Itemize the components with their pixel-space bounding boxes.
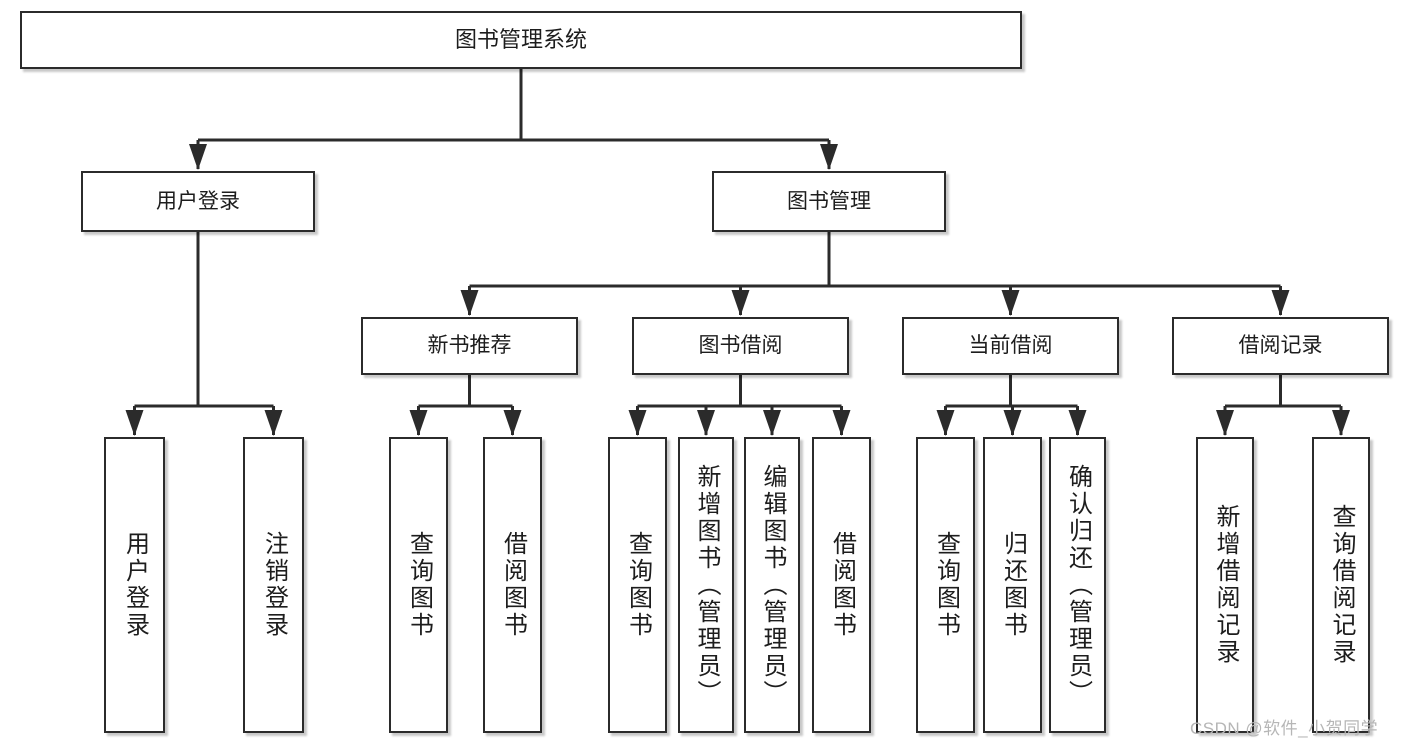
node-label: 注销登录	[260, 531, 288, 639]
node-label: 图书管理	[787, 189, 871, 213]
node-leaf-login[interactable]: 用户登录	[104, 437, 165, 733]
node-leaf-addrec[interactable]: 新增借阅记录	[1196, 437, 1254, 733]
node-label: 查询借阅记录	[1328, 504, 1355, 666]
node-record[interactable]: 借阅记录	[1172, 317, 1389, 375]
node-label: 新书推荐	[427, 334, 512, 358]
node-newbook[interactable]: 新书推荐	[361, 317, 578, 375]
node-current[interactable]: 当前借阅	[902, 317, 1119, 375]
node-label: 确认归还（管理员）	[1064, 463, 1092, 707]
node-leaf-ret[interactable]: 归还图书	[983, 437, 1042, 733]
node-label: 新增图书（管理员）	[693, 463, 720, 707]
node-label: 查询图书	[624, 531, 652, 639]
node-leaf-b1[interactable]: 借阅图书	[483, 437, 542, 733]
node-label: 借阅记录	[1238, 334, 1323, 358]
node-label: 编辑图书（管理员）	[759, 463, 786, 707]
node-label: 查询图书	[932, 531, 960, 639]
watermark: CSDN @软件_小贺同学	[1190, 719, 1379, 738]
node-leaf-q3[interactable]: 查询图书	[916, 437, 975, 733]
node-bookmgmt[interactable]: 图书管理	[712, 171, 946, 232]
node-label: 查询图书	[405, 531, 433, 639]
node-leaf-q1[interactable]: 查询图书	[389, 437, 448, 733]
node-label: 归还图书	[999, 531, 1027, 639]
node-borrow[interactable]: 图书借阅	[632, 317, 849, 375]
node-label: 用户登录	[121, 531, 149, 639]
node-label: 新增借阅记录	[1212, 504, 1239, 666]
node-leaf-edit[interactable]: 编辑图书（管理员）	[744, 437, 800, 733]
node-login[interactable]: 用户登录	[81, 171, 315, 232]
node-leaf-qrec[interactable]: 查询借阅记录	[1312, 437, 1370, 733]
node-leaf-logout[interactable]: 注销登录	[243, 437, 304, 733]
node-label: 图书借阅	[698, 334, 783, 358]
node-label: 借阅图书	[499, 531, 527, 639]
node-label: 用户登录	[156, 189, 240, 213]
node-leaf-b2[interactable]: 借阅图书	[812, 437, 871, 733]
node-leaf-q2[interactable]: 查询图书	[608, 437, 667, 733]
node-leaf-add[interactable]: 新增图书（管理员）	[678, 437, 734, 733]
node-root[interactable]: 图书管理系统	[20, 11, 1022, 69]
node-leaf-conf[interactable]: 确认归还（管理员）	[1049, 437, 1106, 733]
node-label: 当前借阅	[968, 334, 1053, 358]
node-label: 图书管理系统	[454, 26, 587, 52]
node-label: 借阅图书	[828, 531, 856, 639]
